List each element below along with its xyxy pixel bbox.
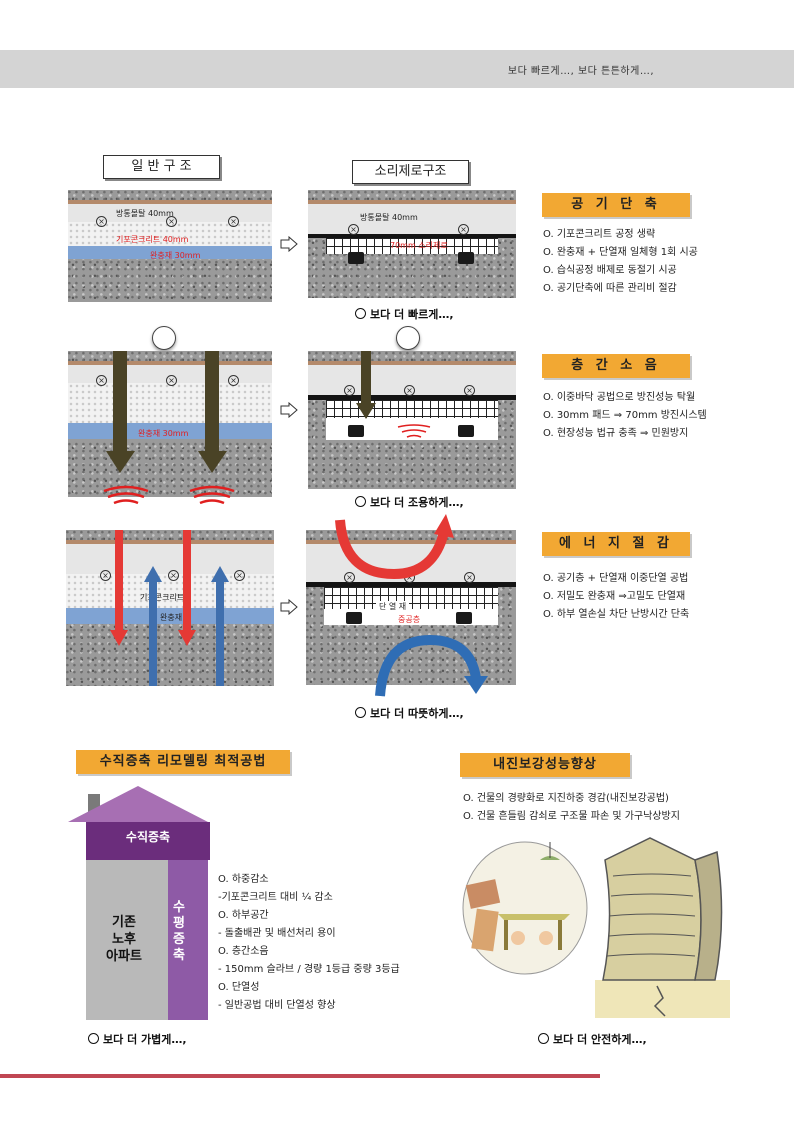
rebar-icon: × xyxy=(344,385,355,396)
layer-label: 기포콘크리트 40mm xyxy=(116,235,189,244)
rebar-icon: × xyxy=(464,385,475,396)
layer-label: 중공층 xyxy=(398,615,421,624)
rebar-icon: × xyxy=(348,224,359,235)
rebar-icon: × xyxy=(234,570,245,581)
badge-energy-saving: 에 너 지 절 감 xyxy=(542,532,690,556)
tagline-lighter: 보다 더 가볍게…, xyxy=(88,1031,187,1047)
general-floor-diagram-3: × × × 기포콘크리트 완충재 xyxy=(66,530,274,686)
tagline-quieter: 보다 더 조용하게…, xyxy=(355,494,464,510)
tagline-warmer: 보다 더 따뜻하게…, xyxy=(355,705,464,721)
soccer-ball-icon xyxy=(396,326,420,350)
header-bar xyxy=(0,50,794,88)
layer-label: 방통몰탈 40mm xyxy=(360,213,418,222)
earthquake-building-illustration xyxy=(595,837,730,1018)
footer-line xyxy=(0,1074,600,1078)
rebar-icon: × xyxy=(464,572,475,583)
layer-label: 단 열 재 xyxy=(376,601,410,612)
vibration-wave-icon xyxy=(103,485,149,505)
header-tagline: 보다 빠르게…, 보다 튼튼하게…, xyxy=(507,66,654,77)
bullets-seismic: O. 건물의 경량화로 지진하중 경감(내진보강공법)O. 건물 흔들림 감쇠로… xyxy=(463,793,680,822)
heat-up-arrow-icon xyxy=(335,514,454,580)
tagline-safer: 보다 더 안전하게…, xyxy=(538,1031,647,1047)
soundproof-structure-label: 소리제로구조 xyxy=(352,160,469,184)
layer-label: 완충재 30mm xyxy=(138,429,189,438)
layer-label: 방통몰탈 40mm xyxy=(116,209,174,218)
arrow-right-icon xyxy=(280,236,298,252)
rebar-icon: × xyxy=(168,570,179,581)
rebar-icon: × xyxy=(166,216,177,227)
layer-label: 기포콘크리트 xyxy=(140,593,185,602)
badge-seismic: 내진보강성능향상 xyxy=(460,753,630,777)
general-floor-diagram-2: × × × 완충재 30mm xyxy=(68,351,272,497)
soundproof-floor-diagram-2: × × × xyxy=(308,351,516,489)
rebar-icon: × xyxy=(96,216,107,227)
arrow-right-icon xyxy=(280,402,298,418)
soccer-ball-icon xyxy=(152,326,176,350)
general-structure-label: 일 반 구 조 xyxy=(103,155,220,179)
soundproof-floor-diagram-3: × × × 단 열 재 중공층 xyxy=(306,530,516,685)
badge-floor-noise: 층 간 소 음 xyxy=(542,354,690,378)
rebar-icon: × xyxy=(458,224,469,235)
earthquake-room-illustration xyxy=(462,841,588,975)
general-floor-diagram-1: × × × 방통몰탈 40mm 기포콘크리트 40mm 완충재 30mm xyxy=(68,190,272,302)
horizontal-extension-label: 수평증축 xyxy=(173,900,185,963)
badge-construction-time: 공 기 단 축 xyxy=(542,193,690,217)
vibration-wave-icon xyxy=(189,485,235,505)
rebar-icon: × xyxy=(100,570,111,581)
rebar-icon: × xyxy=(344,572,355,583)
rebar-icon: × xyxy=(404,385,415,396)
tagline-faster: 보다 더 빠르게…, xyxy=(355,306,454,322)
layer-label: 완충재 xyxy=(160,613,183,622)
badge-vertical-extension: 수직증축 리모델링 최적공법 xyxy=(76,750,290,774)
rebar-icon: × xyxy=(228,216,239,227)
rebar-icon: × xyxy=(96,375,107,386)
rebar-icon: × xyxy=(228,375,239,386)
rebar-icon: × xyxy=(166,375,177,386)
layer-label: 완충재 30mm xyxy=(150,251,201,260)
arrow-right-icon xyxy=(280,599,298,615)
apartment-building-illustration xyxy=(68,786,210,1020)
roof-label: 수직증축 xyxy=(125,830,171,844)
soundproof-floor-diagram-1: × × 방통몰탈 40mm 70mm 소리제로 xyxy=(308,190,516,298)
layer-label: 70mm 소리제로 xyxy=(390,241,448,250)
heat-down-arrow-icon xyxy=(375,634,488,697)
